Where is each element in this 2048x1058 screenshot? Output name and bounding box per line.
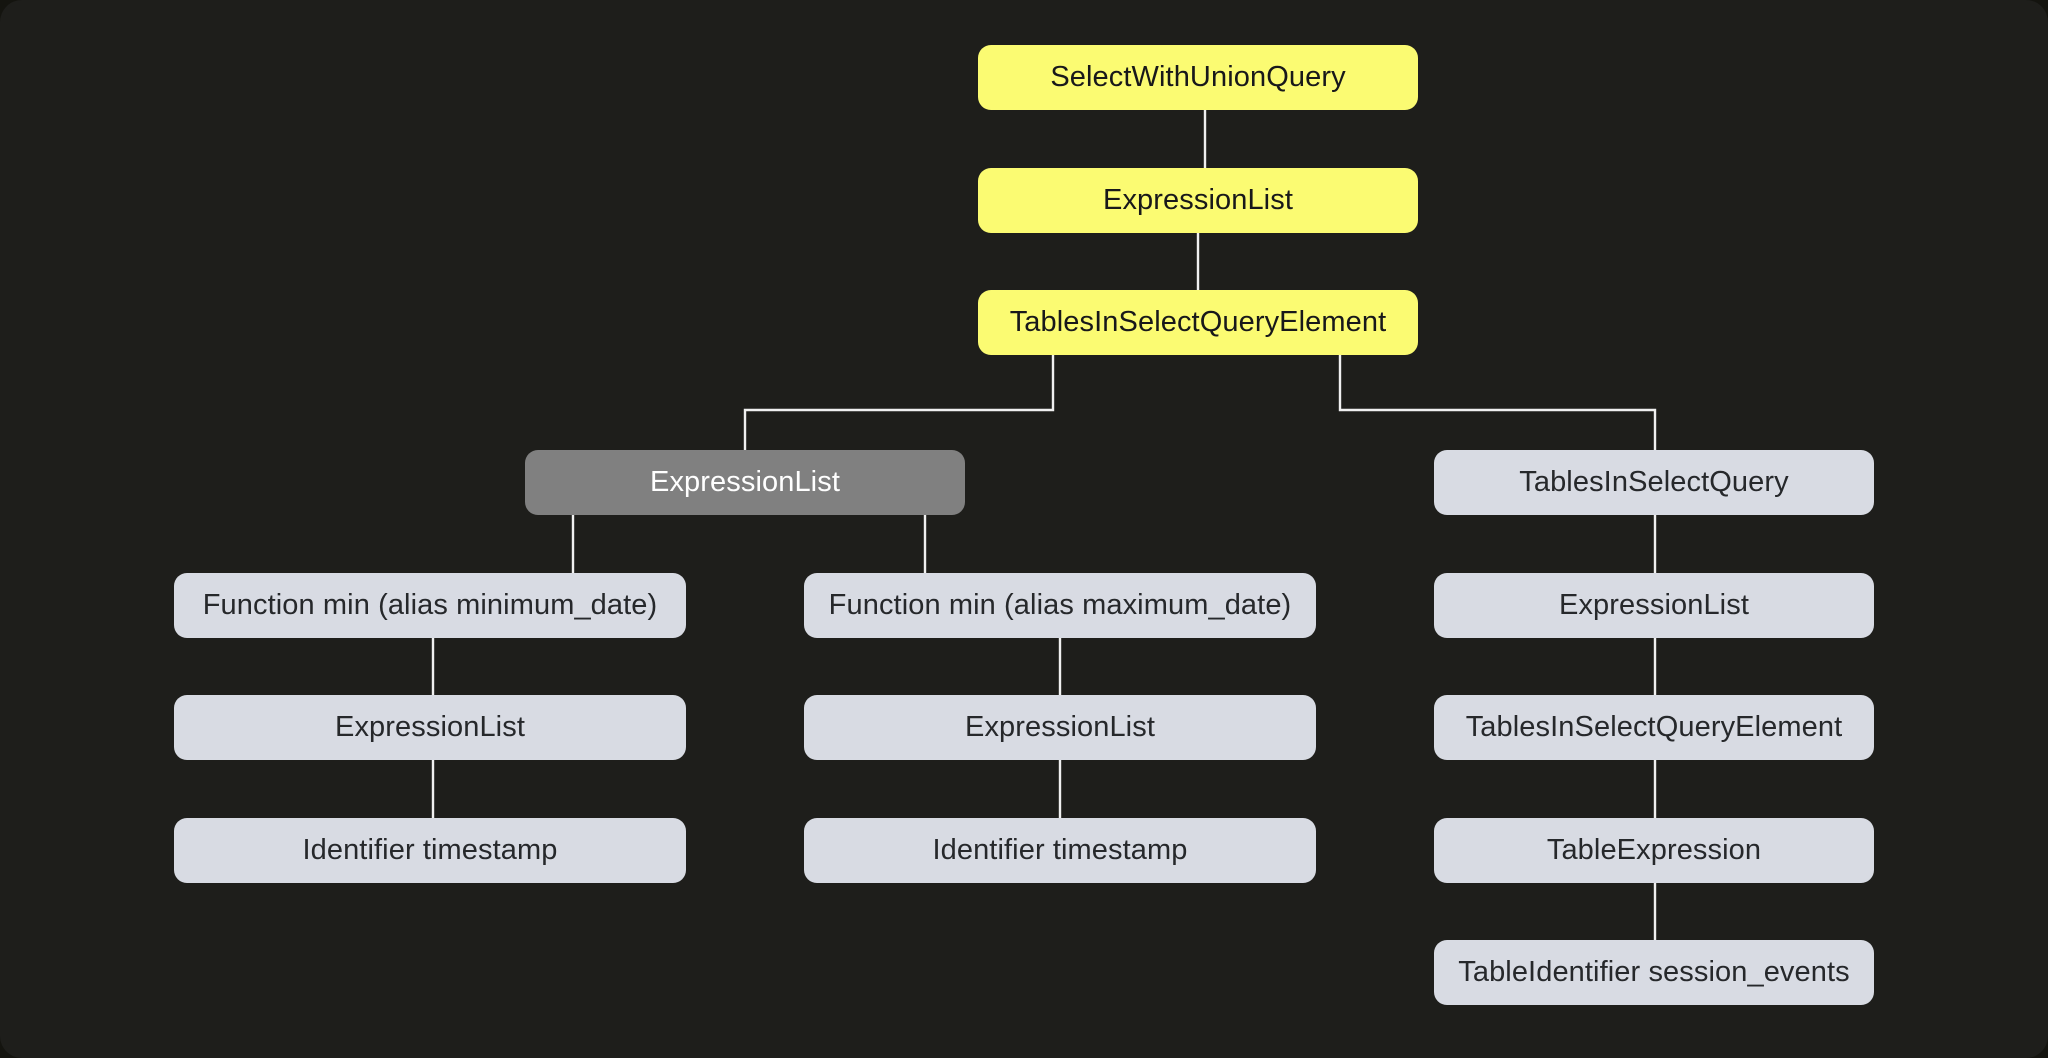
tree-node-label: ExpressionList bbox=[650, 466, 840, 498]
tree-node-label: TablesInSelectQueryElement bbox=[1465, 711, 1843, 743]
tree-node-label: ExpressionList bbox=[1103, 184, 1293, 216]
tree-node-n10[interactable]: ExpressionList bbox=[804, 695, 1316, 760]
tree-node-label: ExpressionList bbox=[1559, 589, 1749, 621]
tree-node-label: TableExpression bbox=[1546, 834, 1762, 866]
tree-node-n12[interactable]: Identifier timestamp bbox=[174, 818, 686, 883]
tree-node-n15[interactable]: TableIdentifier session_events bbox=[1434, 940, 1874, 1005]
tree-node-label: ExpressionList bbox=[335, 711, 525, 743]
tree-node-label: SelectWithUnionQuery bbox=[1050, 61, 1346, 93]
tree-node-label: ExpressionList bbox=[965, 711, 1155, 743]
tree-node-label: TableIdentifier session_events bbox=[1458, 956, 1850, 988]
tree-node-label: Identifier timestamp bbox=[302, 834, 558, 866]
tree-node-label: Function min (alias minimum_date) bbox=[202, 589, 658, 621]
tree-node-n4[interactable]: ExpressionList bbox=[525, 450, 965, 515]
tree-node-n11[interactable]: TablesInSelectQueryElement bbox=[1434, 695, 1874, 760]
tree-node-label: TablesInSelectQueryElement bbox=[1009, 306, 1387, 338]
tree-node-n6[interactable]: Function min (alias minimum_date) bbox=[174, 573, 686, 638]
tree-node-label: Identifier timestamp bbox=[932, 834, 1188, 866]
tree-node-n14[interactable]: TableExpression bbox=[1434, 818, 1874, 883]
tree-node-label: TablesInSelectQuery bbox=[1519, 466, 1789, 498]
tree-node-label: Function min (alias maximum_date) bbox=[828, 589, 1292, 621]
tree-node-n8[interactable]: ExpressionList bbox=[1434, 573, 1874, 638]
tree-edge bbox=[1338, 355, 1657, 450]
tree-edge bbox=[743, 355, 1055, 450]
tree-node-n2[interactable]: ExpressionList bbox=[978, 168, 1418, 233]
tree-node-n5[interactable]: TablesInSelectQuery bbox=[1434, 450, 1874, 515]
tree-node-n1[interactable]: SelectWithUnionQuery bbox=[978, 45, 1418, 110]
tree-node-n9[interactable]: ExpressionList bbox=[174, 695, 686, 760]
tree-node-n3[interactable]: TablesInSelectQueryElement bbox=[978, 290, 1418, 355]
tree-node-n7[interactable]: Function min (alias maximum_date) bbox=[804, 573, 1316, 638]
tree-node-n13[interactable]: Identifier timestamp bbox=[804, 818, 1316, 883]
